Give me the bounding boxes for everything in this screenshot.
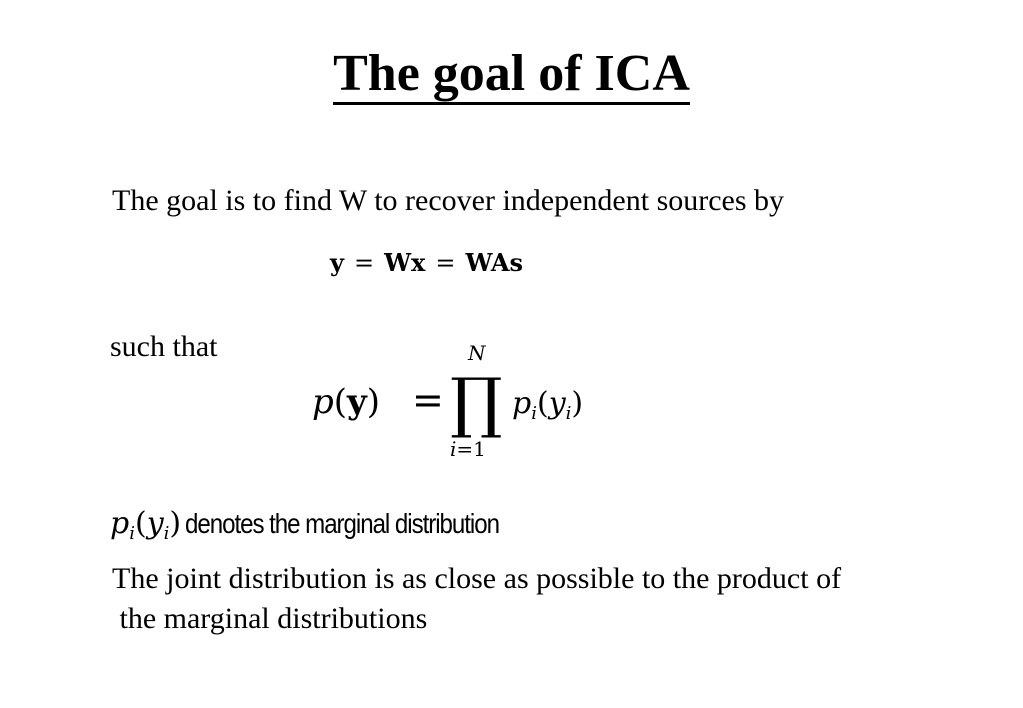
conclusion-line-1: The joint distribution is as close as po… [112, 562, 842, 595]
eq2-rhs-close: ) [571, 386, 584, 421]
slide-title-text: The goal of ICA [333, 45, 690, 105]
eq1-equals-1: = [353, 249, 375, 277]
equation-product-of-marginals: p(y) = N ∏ i=1 pi(yi) [312, 342, 632, 462]
eq2-lhs-open: ( [333, 382, 348, 422]
product-symbol: ∏ [450, 364, 503, 441]
eq1-was: WAs [465, 248, 523, 277]
eq2-lhs-close: ) [366, 382, 381, 422]
eq2-rhs-y-sub: i [565, 403, 572, 424]
eq1-y: y [330, 248, 344, 277]
marg-p-sub: i [129, 523, 135, 544]
eq1-equals-2: = [435, 249, 456, 277]
eq2-rhs-p-sub: i [531, 403, 537, 424]
marg-open: ( [134, 506, 147, 541]
eq2-lower-limit: i=1 [450, 438, 486, 460]
eq2-lhs-p: p [312, 382, 334, 422]
eq1-wx: Wx [384, 248, 426, 277]
eq2-rhs-open: ( [536, 386, 549, 421]
eq2-rhs: pi(yi) [512, 386, 583, 432]
eq2-equals: = [412, 378, 444, 422]
eq2-rhs-p: p [512, 386, 532, 421]
marg-close: ) [169, 506, 182, 541]
equation-y-equals-wx: y = Wx = WAs [330, 248, 523, 278]
eq2-upper-limit: N [468, 341, 486, 365]
marg-y: y [146, 506, 164, 541]
intro-text: The goal is to find W to recover indepen… [112, 184, 785, 217]
marginal-symbol: pi(yi) [110, 506, 182, 544]
eq2-lower-index: i [450, 437, 457, 461]
eq2-lower-eq: =1 [456, 437, 486, 461]
marg-p: p [110, 506, 130, 541]
slide-title: The goal of ICA [0, 44, 1023, 105]
eq2-rhs-y: y [548, 386, 566, 421]
eq2-lhs: p(y) [312, 382, 380, 422]
such-that-text: such that [110, 330, 218, 363]
conclusion-line-2: the marginal distributions [112, 602, 428, 635]
eq2-lhs-y: y [347, 382, 367, 422]
marg-y-sub: i [163, 523, 170, 544]
marginal-note: pi(yi)denotes the marginal distribution [110, 506, 550, 552]
marginal-description: denotes the marginal distribution [185, 508, 500, 539]
